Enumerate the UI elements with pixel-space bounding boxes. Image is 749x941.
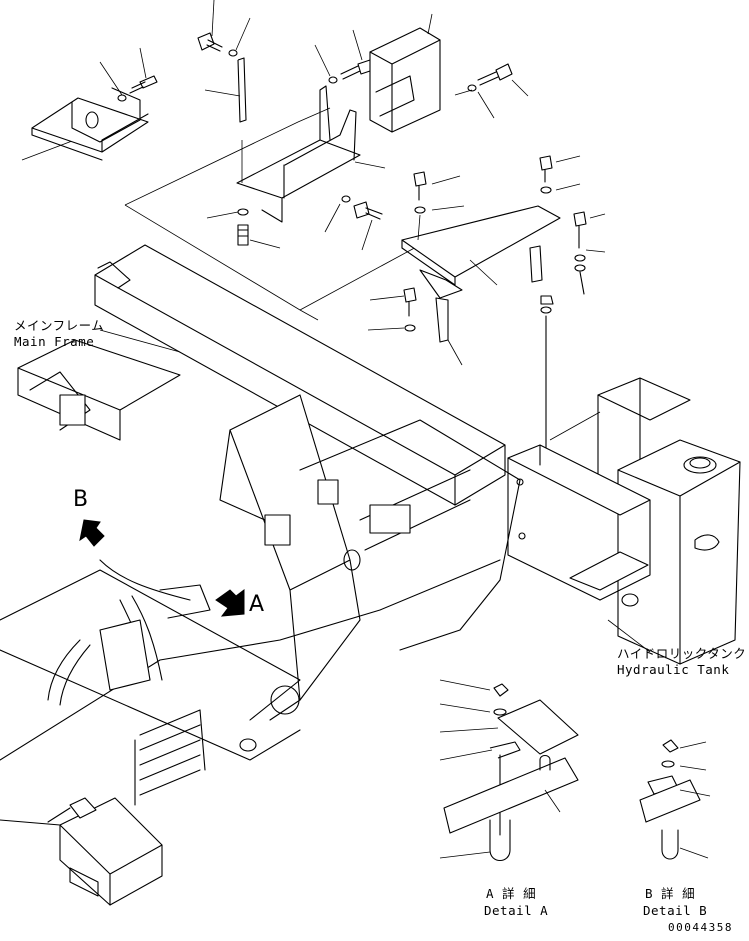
detail-b-label-jp: B 詳 細 — [645, 886, 696, 901]
bolt-washer-set-2 — [197, 0, 251, 57]
hydraulic-tank — [507, 377, 741, 665]
detail-a-label-en: Detail A — [484, 903, 549, 918]
main-frame-label-jp: メインフレーム — [14, 318, 105, 333]
bolt-washer-set-3 — [314, 29, 374, 84]
main-frame-label-en: Main Frame — [14, 334, 95, 349]
cover-box — [369, 13, 441, 133]
view-arrow-a — [215, 589, 245, 617]
center-bracket — [236, 85, 386, 223]
tank-support-bracket — [401, 205, 561, 366]
label-leaders — [99, 329, 651, 653]
detail-a-label-jp: A 詳 細 — [486, 886, 537, 901]
bolt-washer-set-8 — [539, 155, 581, 194]
bolt-washer-set-5 — [206, 208, 281, 249]
view-label-b: B — [73, 487, 89, 512]
bolt-washer-set-10 — [367, 287, 417, 332]
bolt-washer-set-7 — [413, 171, 465, 214]
bolt-washer-set-9 — [573, 211, 606, 295]
bolt-washer-set-6 — [454, 63, 529, 119]
bolt-washer-set-1 — [99, 47, 158, 102]
detail-a-drawing — [439, 679, 579, 862]
main-frame — [0, 244, 521, 906]
hydraulic-tank-label-en: Hydraulic Tank — [617, 662, 730, 677]
drawing-number: 00044358 — [668, 921, 733, 934]
bolt-washer-set-4 — [324, 195, 383, 251]
view-arrow-b — [79, 519, 105, 547]
detail-b-label-en: Detail B — [643, 903, 708, 918]
view-label-a: A — [249, 592, 265, 617]
cover-bracket-left — [31, 87, 149, 161]
detail-b-drawing — [639, 739, 711, 860]
exploded-assembly-outline — [21, 107, 421, 321]
hydraulic-tank-label-jp: ハイドロリックタンク — [617, 646, 747, 661]
strap-bracket — [204, 57, 247, 123]
nut-washer-stack — [540, 295, 554, 456]
